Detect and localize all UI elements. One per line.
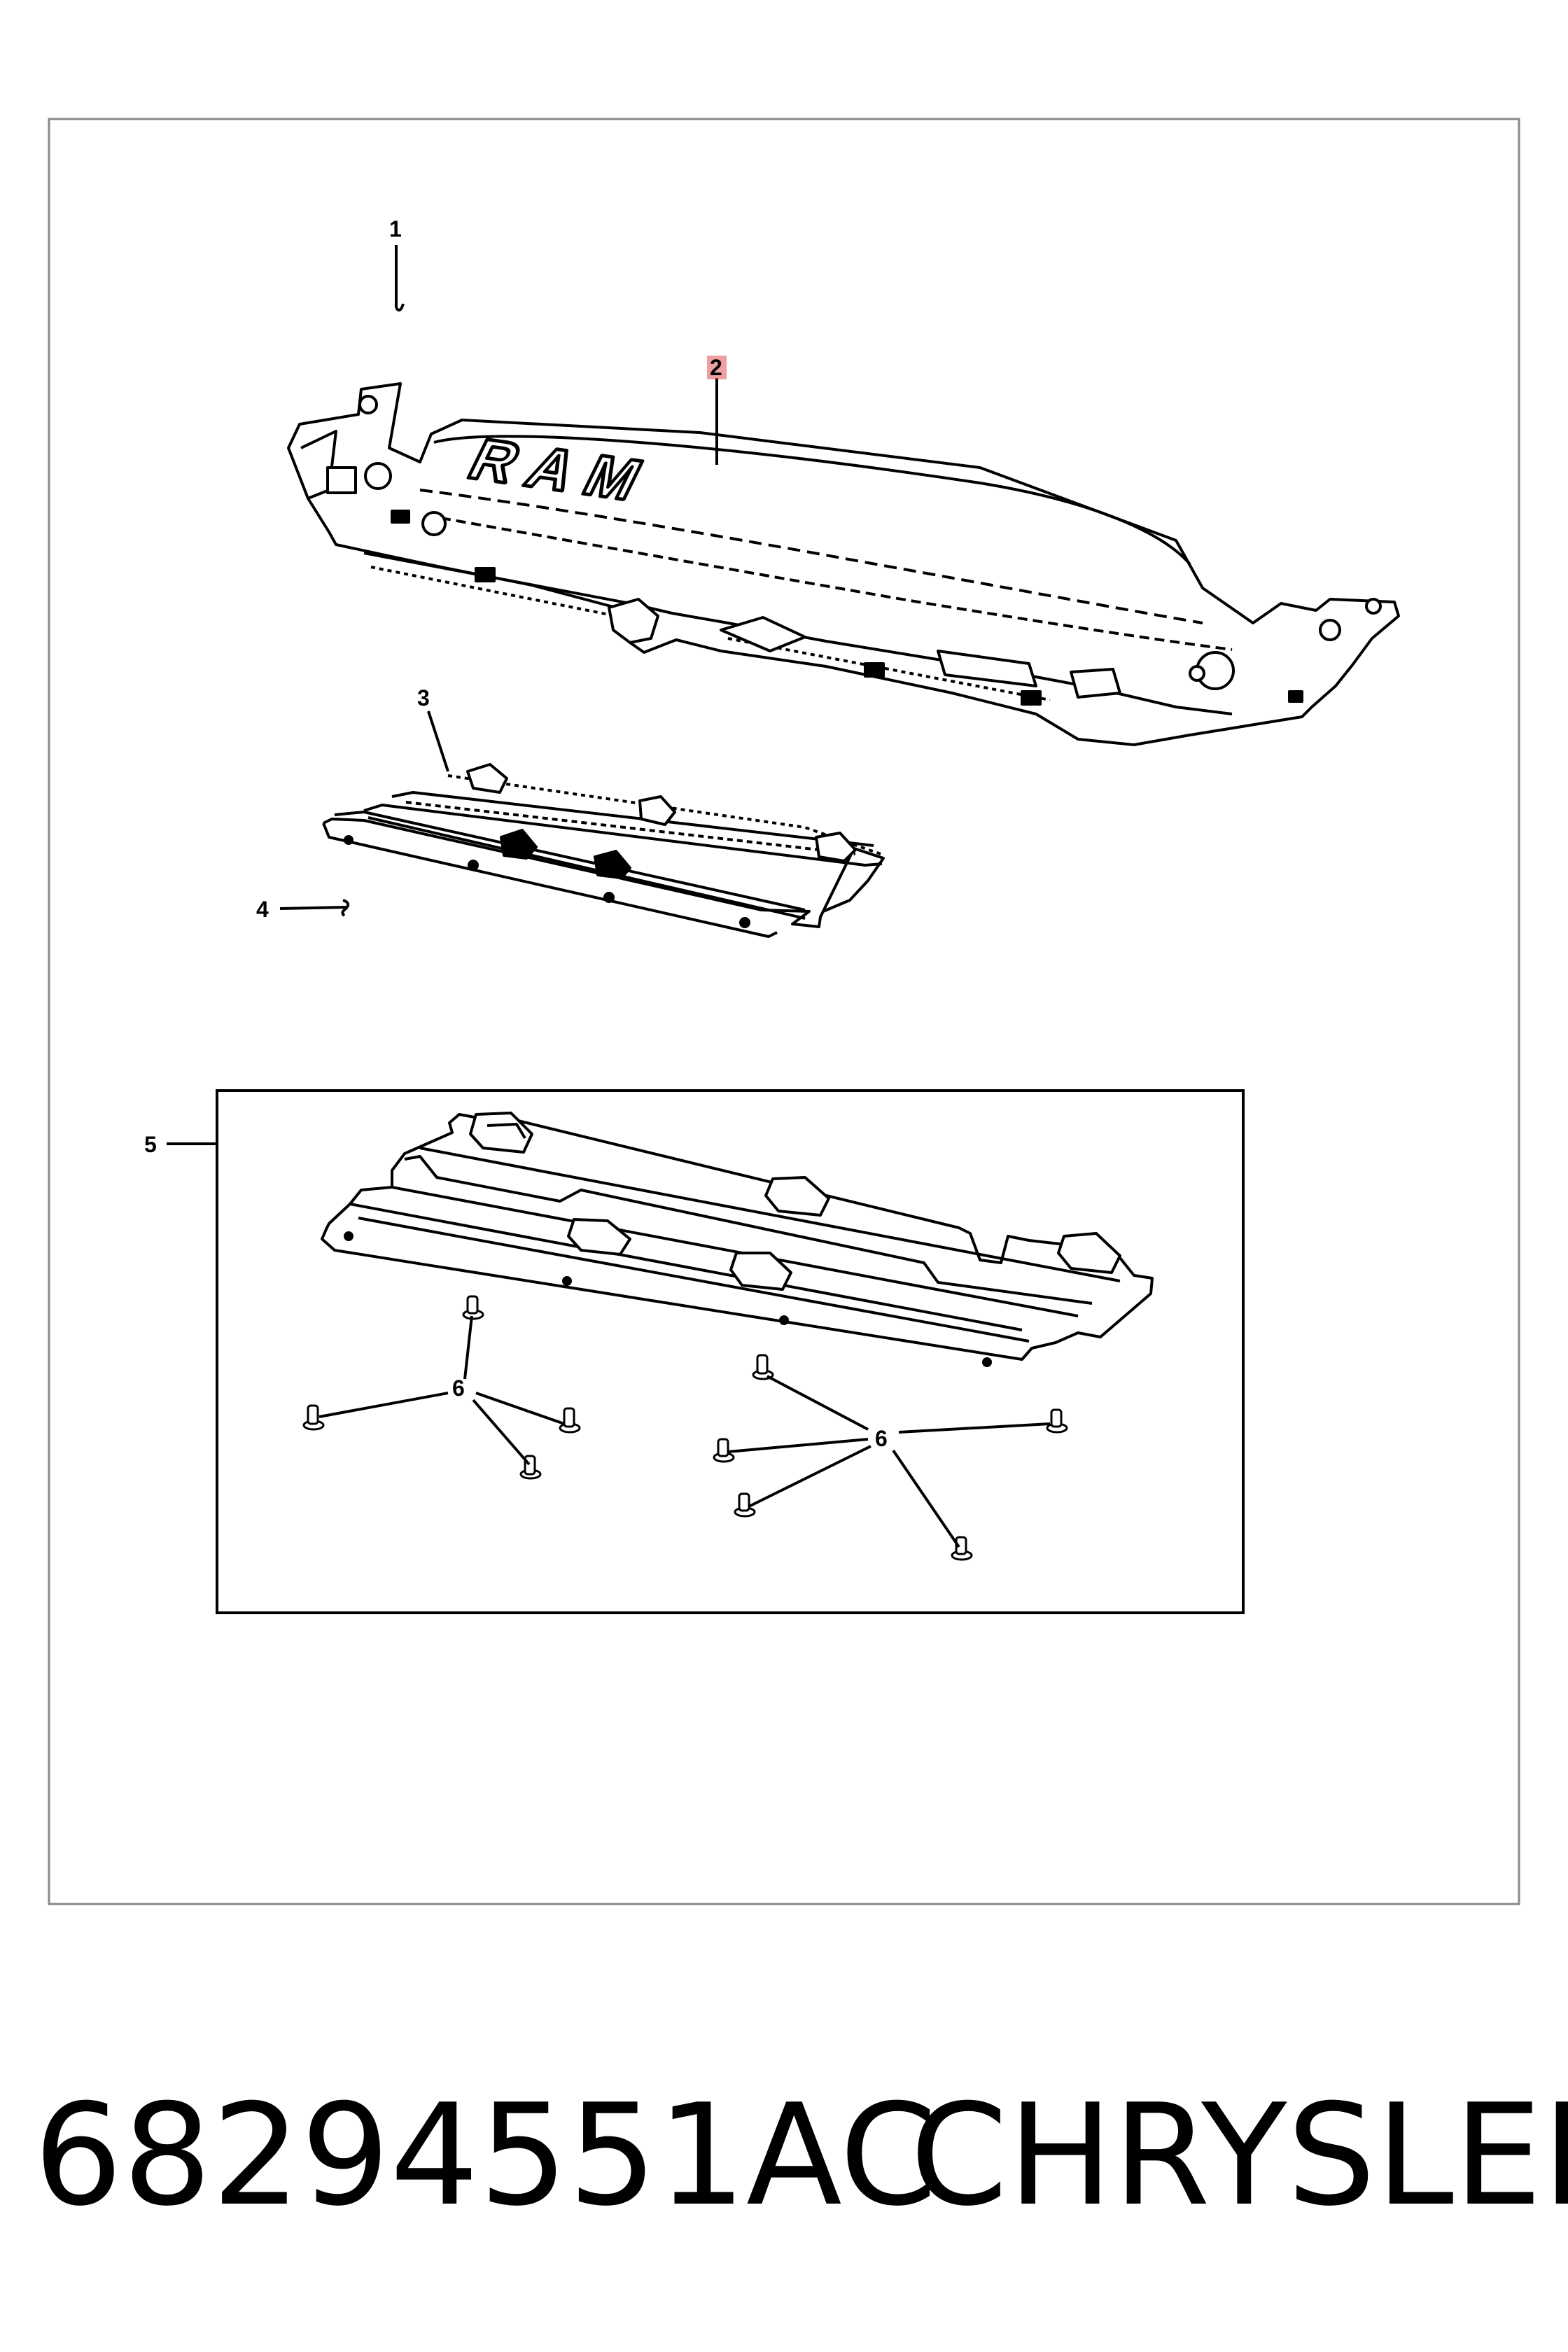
fastener — [752, 1354, 774, 1380]
fastener — [951, 1536, 973, 1561]
callout-3-leader — [427, 710, 449, 772]
callout-5[interactable]: 5 — [144, 1132, 157, 1157]
fastener — [1046, 1408, 1068, 1434]
callout-3[interactable]: 3 — [417, 685, 430, 710]
part-1-clip — [395, 245, 405, 312]
part-number-caption: 68294551AC — [34, 2074, 937, 2237]
part-2-radiator-shield: RAM — [287, 382, 1400, 746]
callout-4[interactable]: 4 — [256, 897, 269, 922]
part-5-kit-box — [216, 1089, 1245, 1614]
part-3-shield-panel — [322, 763, 885, 938]
fastener — [713, 1438, 735, 1463]
part-5-shield-panel — [321, 1112, 1154, 1367]
callout-2[interactable]: 2 — [710, 355, 722, 380]
callout-6-left[interactable]: 6 — [452, 1376, 465, 1401]
part-4-clip — [279, 899, 350, 917]
callout-2-highlight — [707, 356, 727, 379]
diagram-frame — [48, 118, 1520, 1905]
fastener — [559, 1407, 581, 1434]
callout-1[interactable]: 1 — [389, 216, 402, 241]
callout-6-right[interactable]: 6 — [875, 1426, 888, 1451]
manufacturer-caption: CHRYSLER — [910, 2074, 1568, 2237]
callout-6b-leaders — [727, 1375, 1051, 1548]
fastener — [462, 1295, 484, 1320]
part-6-fasteners-right — [713, 1354, 1068, 1561]
fastener — [302, 1404, 325, 1431]
callout-6a-leaders — [318, 1315, 565, 1466]
fastener — [734, 1492, 756, 1518]
part-6-fasteners-left — [302, 1295, 581, 1480]
